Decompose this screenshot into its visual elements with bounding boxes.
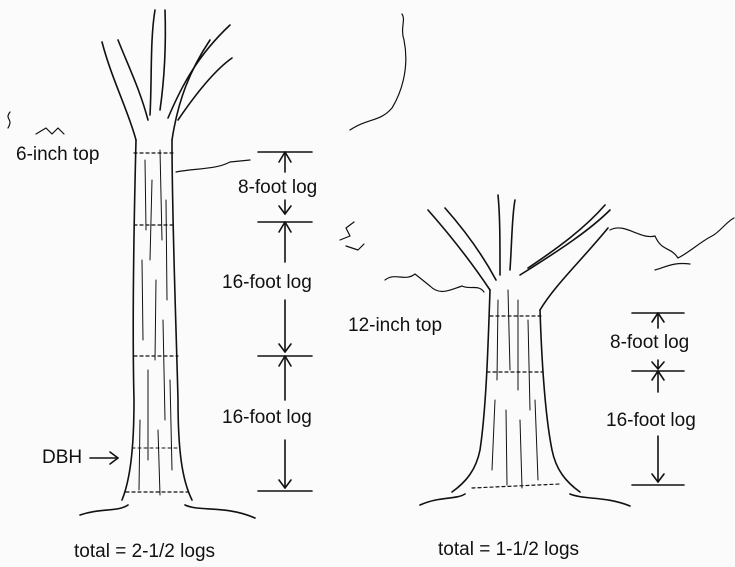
left-top-label: 6-inch top <box>14 145 101 164</box>
left-total-label: total = 2-1/2 logs <box>72 542 217 561</box>
left-log-label-2: 16-foot log <box>220 273 314 292</box>
right-top-label: 12-inch top <box>346 316 444 335</box>
dbh-label: DBH <box>40 448 84 467</box>
right-log-label-1: 8-foot log <box>608 333 691 352</box>
right-tree-illustration <box>340 14 734 506</box>
right-total-label: total = 1-1/2 logs <box>436 540 581 559</box>
left-tree-illustration <box>8 10 255 518</box>
left-log-label-3: 16-foot log <box>220 408 314 427</box>
left-dimension-arrows <box>90 152 312 491</box>
left-log-label-1: 8-foot log <box>236 178 319 197</box>
right-log-label-2: 16-foot log <box>604 411 698 430</box>
